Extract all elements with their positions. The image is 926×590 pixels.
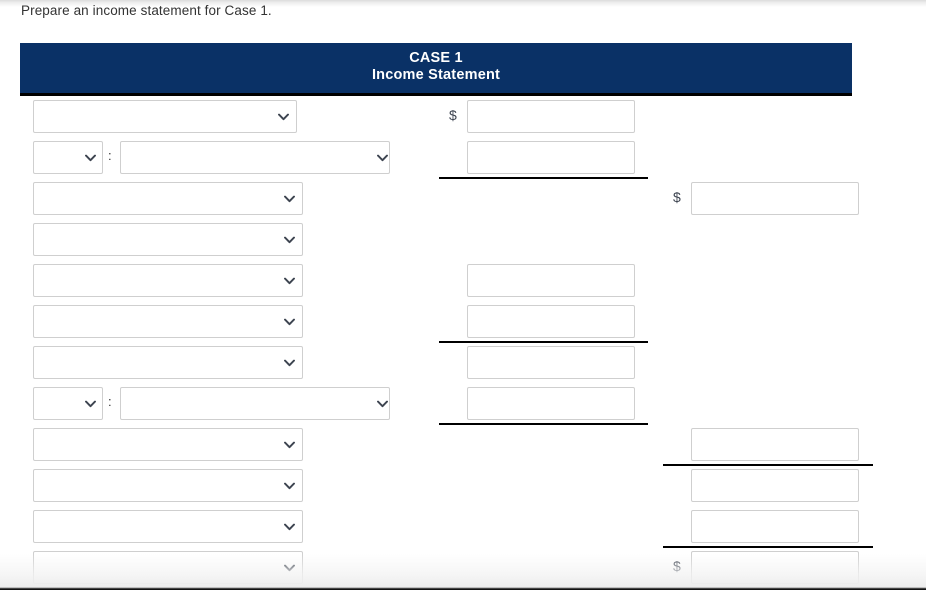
row-3-right-amount-cell (691, 182, 859, 215)
row-5-account-select[interactable] (33, 264, 303, 297)
top-scroll-shadow (0, 0, 926, 7)
right-total-rule-bottom (663, 587, 873, 589)
statement-row (20, 219, 852, 260)
row-label-cell (33, 510, 303, 543)
row-12-account-select[interactable] (33, 551, 303, 584)
row-6-middle-amount-input[interactable] (467, 305, 635, 338)
row-label-cell (33, 428, 303, 461)
row-label-cell (33, 305, 303, 338)
statement-row: : (20, 137, 852, 179)
row-1-middle-amount-input[interactable] (467, 100, 635, 133)
row-11-account-select[interactable] (33, 510, 303, 543)
statement-row: : (20, 383, 852, 425)
statement-row (20, 465, 859, 506)
right-currency-symbol: $ (673, 189, 681, 205)
row-3-right-amount-input[interactable] (691, 182, 859, 215)
row-12-right-amount-input[interactable] (691, 551, 859, 584)
middle-currency-symbol: $ (449, 107, 457, 123)
row-10-right-amount-cell (691, 469, 859, 502)
statement-title-case: CASE 1 (409, 50, 463, 66)
row-label-cell (33, 551, 303, 584)
row-label-cell (33, 469, 303, 502)
statement-header: CASE 1 Income Statement (20, 43, 852, 96)
row-12-right-amount-cell (691, 551, 859, 584)
middle-subtotal-rule (439, 177, 648, 179)
right-subtotal-rule (663, 464, 873, 466)
row-6-middle-amount-cell (467, 305, 635, 338)
statement-rows: $: $: $ (20, 96, 873, 589)
row-6-account-select[interactable] (33, 305, 303, 338)
income-statement-table: CASE 1 Income Statement $: $: $ (20, 43, 873, 589)
row-11-right-amount-input[interactable] (691, 510, 859, 543)
row-8-qualifier-select[interactable] (33, 387, 103, 420)
label-colon: : (108, 394, 112, 409)
row-2-middle-amount-cell (467, 141, 635, 174)
statement-row (20, 342, 852, 383)
row-label-cell (33, 264, 303, 297)
row-2-qualifier-select[interactable] (33, 141, 103, 174)
row-label-cell (33, 346, 303, 379)
row-9-account-select[interactable] (33, 428, 303, 461)
row-8-middle-amount-input[interactable] (467, 387, 635, 420)
row-label-cell (33, 182, 303, 215)
row-8-middle-amount-cell (467, 387, 635, 420)
row-label-cell (33, 100, 297, 133)
row-5-middle-amount-cell (467, 264, 635, 297)
row-11-right-amount-cell (691, 510, 859, 543)
statement-row: $ (20, 178, 859, 219)
row-2-middle-amount-input[interactable] (467, 141, 635, 174)
row-5-middle-amount-input[interactable] (467, 264, 635, 297)
row-label-cell (33, 223, 303, 256)
label-colon: : (108, 148, 112, 163)
statement-row (20, 301, 852, 343)
right-currency-symbol: $ (673, 558, 681, 574)
row-7-middle-amount-input[interactable] (467, 346, 635, 379)
row-10-right-amount-input[interactable] (691, 469, 859, 502)
row-9-right-amount-cell (691, 428, 859, 461)
statement-title-name: Income Statement (371, 67, 501, 83)
row-7-account-select[interactable] (33, 346, 303, 379)
statement-row (20, 506, 873, 548)
row-2-account-select[interactable] (120, 141, 390, 174)
row-7-middle-amount-cell (467, 346, 635, 379)
statement-row: $ (20, 96, 852, 137)
row-1-account-select[interactable] (33, 100, 297, 133)
row-4-account-select[interactable] (33, 223, 303, 256)
row-1-middle-amount-cell (467, 100, 635, 133)
instruction-text: Prepare an income statement for Case 1. (21, 3, 272, 18)
statement-row: $ (20, 546, 873, 589)
statement-row (20, 260, 852, 301)
row-3-account-select[interactable] (33, 182, 303, 215)
row-9-right-amount-input[interactable] (691, 428, 859, 461)
row-8-account-select[interactable] (120, 387, 390, 420)
statement-row (20, 424, 873, 466)
middle-subtotal-rule (439, 341, 648, 343)
row-10-account-select[interactable] (33, 469, 303, 502)
right-total-rule-top (663, 546, 873, 548)
middle-subtotal-rule (439, 423, 648, 425)
